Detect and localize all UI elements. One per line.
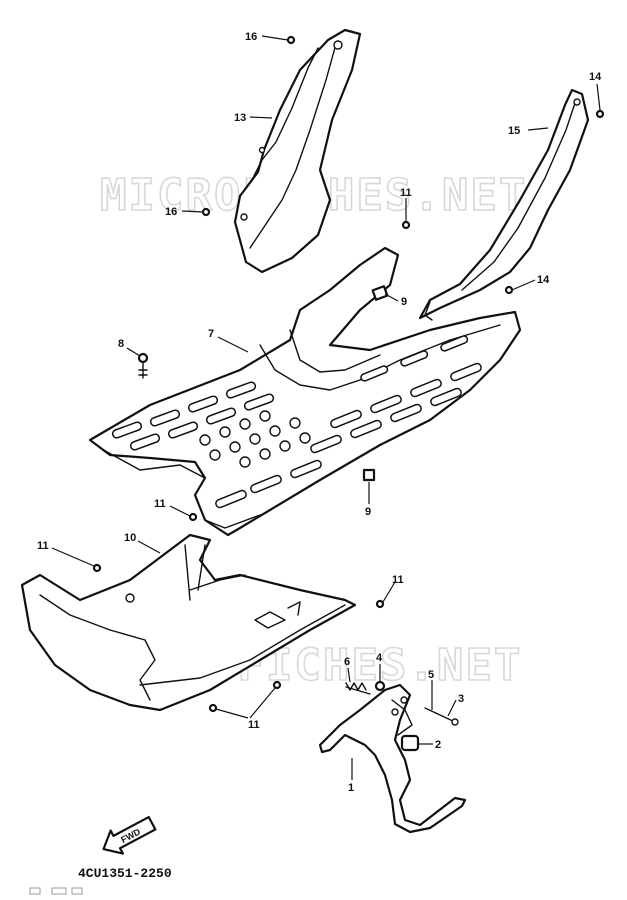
callout-14-mid: 14	[537, 274, 550, 286]
part-15-side-cover	[418, 88, 590, 321]
callout-9-lower: 9	[365, 506, 371, 518]
part-2-collar	[400, 734, 420, 752]
fastener-11-screws	[92, 220, 411, 713]
fastener-8-bolt	[137, 352, 149, 379]
callout-9-upper: 9	[401, 296, 407, 308]
leader-lines	[51, 35, 601, 780]
callout-14-top: 14	[589, 71, 602, 83]
callout-11-mid: 11	[154, 498, 166, 510]
fastener-9-nut-lower	[362, 468, 376, 482]
document-id: 4CU1351-2250	[78, 866, 172, 881]
callout-11-right: 11	[392, 574, 404, 586]
part-10-lower-cover	[20, 533, 357, 712]
callout-2: 2	[435, 739, 441, 751]
callout-1: 1	[348, 782, 354, 794]
callout-6: 6	[344, 656, 350, 668]
part-6-spring	[345, 682, 371, 695]
callout-11-bottom: 11	[248, 719, 260, 731]
callout-11-left: 11	[37, 540, 49, 552]
callout-15: 15	[508, 125, 520, 137]
callout-16-mid: 16	[165, 206, 177, 218]
part-4-washer	[374, 680, 386, 692]
callout-8: 8	[118, 338, 124, 350]
callout-5: 5	[428, 669, 434, 681]
callout-10: 10	[124, 532, 136, 544]
part-7-footboard	[88, 246, 522, 537]
callout-11-top: 11	[400, 187, 412, 199]
part-13-side-cover	[233, 28, 362, 274]
callout-16-top: 16	[245, 31, 257, 43]
fwd-arrow-icon: FWD	[102, 815, 157, 855]
scan-artifact	[29, 887, 83, 895]
callout-4: 4	[376, 652, 383, 664]
part-3-pin	[424, 707, 459, 726]
callout-7: 7	[208, 328, 214, 340]
fastener-14-screws	[504, 109, 605, 295]
part-1-center-stand	[318, 683, 467, 834]
callout-3: 3	[458, 693, 464, 705]
fastener-9-nut-upper	[371, 285, 389, 301]
callout-13: 13	[234, 112, 246, 124]
